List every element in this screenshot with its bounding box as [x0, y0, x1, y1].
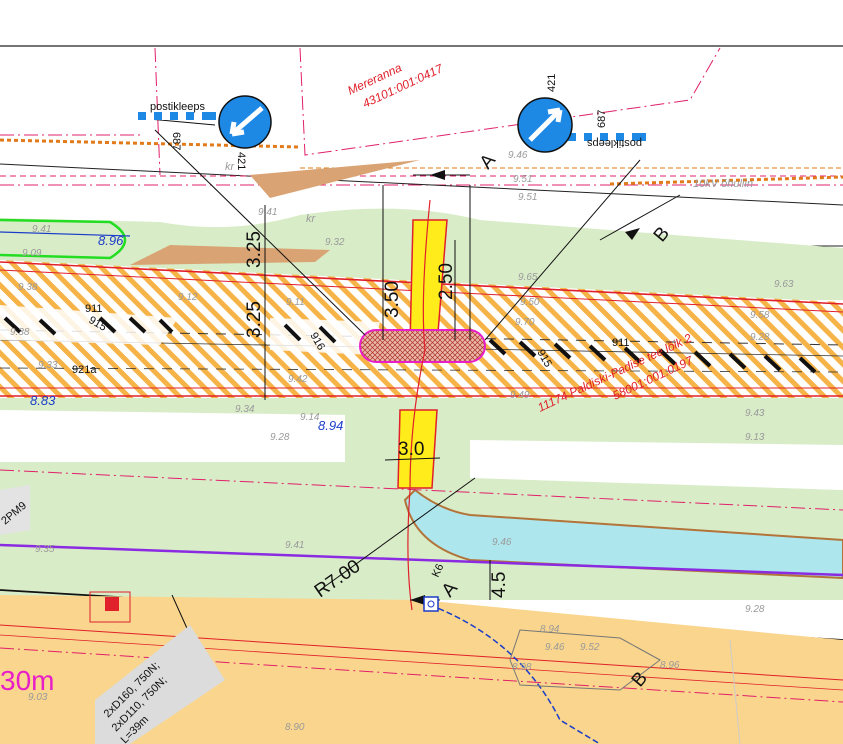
pipe-note-box [95, 625, 225, 744]
level-grey: 9.11 [286, 297, 305, 308]
label-kr-1: kr [225, 161, 236, 173]
dim-3-0: 3.0 [398, 439, 424, 460]
level-grey: 9.50 [520, 297, 540, 308]
label-postikleeps-left: postikleeps [150, 101, 206, 113]
dim-3-25-b: 3.25 [244, 301, 265, 338]
level-grey: 9.28 [745, 604, 765, 615]
marking-921a: 921a [72, 364, 97, 376]
dim-4-5: 4.5 [489, 572, 510, 598]
curb-island-top-left [0, 218, 127, 260]
sign-right [517, 97, 646, 153]
level-grey: 9.28 [270, 432, 290, 443]
level-grey: 9.46 [545, 642, 565, 653]
plot-bottom [0, 595, 843, 744]
label-k6: K6 [430, 562, 447, 579]
brown-wedge-left [130, 245, 330, 265]
level-grey: 9.41 [258, 207, 277, 218]
label-kr-2: kr [306, 213, 317, 225]
level-grey: 9.42 [288, 374, 308, 385]
spot-levels: 9.41 9.09 9.38 9.12 9.11 9.38 9.33 9.42 … [10, 150, 794, 733]
level-grey: 9.41 [32, 224, 51, 235]
level-grey: 9.32 [325, 237, 345, 248]
level-grey: 9.46 [492, 537, 512, 548]
level-grey: 9.34 [235, 404, 255, 415]
white-verge [0, 410, 345, 462]
level-grey: 9.03 [28, 692, 48, 703]
label-30m: 30m [0, 665, 54, 696]
label-cable: 10kV õhuliin [693, 178, 753, 190]
label-sign-687-left: 687 [170, 132, 182, 150]
ditch [403, 488, 843, 580]
level-grey: 9.38 [18, 282, 38, 293]
level-grey: 9.65 [518, 272, 538, 283]
dim-2-50: 2.50 [436, 263, 457, 300]
level-blue-1: 8.96 [98, 233, 124, 248]
level-grey: 9.51 [513, 174, 532, 185]
level-grey: 9.49 [510, 390, 530, 401]
level-blue-2: 8.83 [30, 393, 56, 408]
level-grey: 9.43 [745, 408, 765, 419]
label-sign-421-left: 421 [235, 152, 247, 170]
section-a-top: A [476, 150, 500, 173]
level-grey: 8.96 [660, 660, 680, 671]
platform-bottom [509, 629, 661, 691]
level-grey: 9.52 [580, 642, 600, 653]
marking-911-left: 911 [85, 303, 103, 315]
dim-3-50: 3.50 [382, 281, 403, 318]
sign-left [137, 95, 272, 149]
refuge-island [359, 329, 486, 363]
red-marker [105, 597, 119, 611]
level-grey: 9.38 [10, 327, 30, 338]
lane-markings [3, 316, 817, 374]
dimension-lines [154, 129, 681, 636]
level-grey: 9.70 [515, 317, 535, 328]
level-grey: 9.35 [35, 544, 55, 555]
level-grey: 8.98 [512, 662, 532, 673]
level-grey: 9.13 [745, 432, 765, 443]
label-sign-421-right: 421 [546, 74, 558, 92]
pm9-box [0, 485, 30, 535]
level-grey: 9.63 [774, 279, 794, 290]
well-k6 [423, 596, 439, 612]
level-grey: 9.41 [285, 540, 304, 551]
cable-line-purple [0, 543, 843, 577]
cable-line-top [0, 138, 301, 149]
level-grey: 9.51 [518, 192, 537, 203]
level-grey: 9.33 [38, 360, 58, 371]
label-sign-687-right: 687 [596, 110, 608, 128]
level-blue-3: 8.94 [318, 418, 343, 433]
level-grey: 8.90 [285, 722, 305, 733]
level-grey: 9.58 [750, 310, 770, 321]
level-grey: 9.09 [22, 248, 42, 259]
crossing-bottom [397, 409, 438, 489]
marking-911-right: 911 [612, 337, 630, 349]
dim-3-25-a: 3.25 [244, 231, 265, 268]
label-postikleeps-right: postikleeps [586, 137, 642, 149]
level-grey: 9.46 [508, 150, 528, 161]
crossing-axis [407, 199, 431, 611]
brown-wedge-top [250, 160, 420, 198]
level-grey: 9.14 [300, 412, 320, 423]
level-grey: 9.28 [750, 332, 770, 343]
level-grey: 8.94 [540, 624, 560, 635]
level-grey: 9.12 [178, 292, 198, 303]
